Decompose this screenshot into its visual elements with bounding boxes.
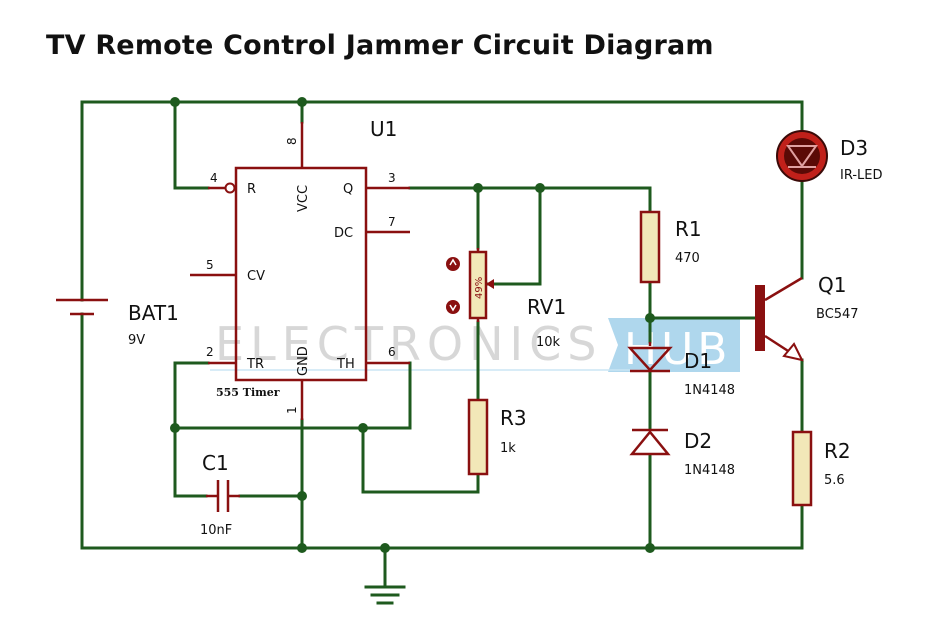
diode-d1: D1 1N4148 [627, 342, 735, 398]
c1-ref: C1 [202, 451, 229, 475]
r3-ref: R3 [500, 406, 527, 430]
junction-dots [170, 97, 655, 553]
pin-num-reset: 4 [210, 171, 218, 185]
r3-value: 1k [500, 441, 516, 456]
bat1-ref: BAT1 [128, 301, 179, 325]
pin-name-th: TH [336, 357, 355, 372]
pin-num-gnd: 1 [285, 406, 299, 414]
pin-num-vcc: 8 [285, 137, 299, 145]
pin-num-tr: 2 [206, 345, 214, 359]
page-title: TV Remote Control Jammer Circuit Diagram [46, 30, 714, 61]
q1-ref: Q1 [818, 273, 846, 297]
d3-value: IR-LED [840, 168, 883, 183]
ic-ref: U1 [370, 117, 397, 141]
d3-ref: D3 [840, 136, 868, 160]
pin-name-dc: DC [334, 226, 353, 241]
resistor-r1: R1 470 [639, 210, 702, 284]
pin-name-vcc: VCC [296, 185, 311, 212]
rv1-increase-icon[interactable] [446, 257, 460, 271]
watermark-text-right: HUB [624, 324, 731, 375]
q1-base-bar [755, 285, 765, 351]
r2-value: 5.6 [824, 473, 845, 488]
pin-num-q: 3 [388, 171, 396, 185]
pin-num-cv: 5 [206, 258, 214, 272]
wires [80, 100, 804, 588]
d1-value: 1N4148 [684, 383, 735, 398]
r1-ref: R1 [675, 217, 702, 241]
wire-reset [173, 100, 210, 190]
wire-output [408, 186, 652, 214]
pin-name-q: Q [343, 182, 353, 197]
transistor-q1: Q1 BC547 [755, 273, 859, 362]
d1-ref: D1 [684, 349, 712, 373]
pin-num-th: 6 [388, 345, 396, 359]
bat1-value: 9V [128, 333, 145, 348]
ic-part: 555 Timer [216, 386, 280, 399]
wire-threshold [173, 361, 412, 430]
rv1-value: 10k [536, 335, 561, 350]
pin-num-dc: 7 [388, 215, 396, 229]
r2-ref: R2 [824, 439, 851, 463]
reset-inversion-bubble [224, 182, 236, 194]
potentiometer-rv1: 49% RV1 10k [446, 248, 566, 350]
q1-value: BC547 [816, 307, 859, 322]
r3-body [467, 398, 489, 476]
capacitor-c1: C1 10nF [200, 451, 240, 538]
pin-name-tr: TR [246, 357, 264, 372]
wire-r3-bottom [361, 426, 480, 494]
pin-name-gnd: GND [296, 346, 311, 376]
pin-name-cv: CV [247, 269, 265, 284]
ic-555: 4 8 3 7 5 2 6 1 R VCC Q DC CV TR TH GND … [190, 117, 410, 420]
pin-name-reset: R [247, 182, 256, 197]
c1-value: 10nF [200, 523, 232, 538]
rv1-ref: RV1 [527, 295, 566, 319]
ground-symbol [364, 585, 406, 605]
resistor-r3: R3 1k [467, 398, 527, 476]
rv1-decrease-icon[interactable] [446, 300, 460, 314]
rv1-setting: 49% [474, 277, 485, 299]
watermark: ELECTRONICS HUB [210, 317, 740, 375]
diode-d2: D2 1N4148 [629, 428, 735, 478]
r1-value: 470 [675, 251, 700, 266]
ic-body [234, 166, 368, 382]
wire-top-rail [80, 100, 804, 302]
r1-body [639, 210, 661, 284]
d2-ref: D2 [684, 429, 712, 453]
battery-bat1: BAT1 9V [56, 298, 179, 348]
ir-led-d3: D3 IR-LED [776, 130, 883, 183]
wire-rv1-wiper [484, 186, 542, 286]
r2-body [791, 430, 813, 507]
d2-value: 1N4148 [684, 463, 735, 478]
resistor-r2: R2 5.6 [791, 430, 851, 507]
wire-bottom-rail [80, 312, 804, 550]
